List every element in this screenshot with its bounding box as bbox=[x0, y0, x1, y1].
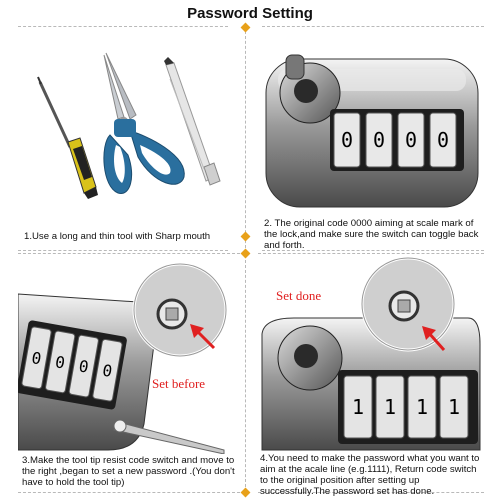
dial-digit: 0 bbox=[77, 356, 90, 376]
dial-digit: 0 bbox=[101, 361, 114, 381]
lock-icon: 1 1 1 1 bbox=[261, 317, 481, 451]
page-title: Password Setting bbox=[187, 5, 313, 22]
screwdriver-icon bbox=[37, 76, 98, 199]
lock-set-done-illustration: 1 1 1 1 bbox=[261, 256, 481, 451]
dial-digit: 0 bbox=[341, 128, 353, 152]
dial-digit: 0 bbox=[30, 348, 43, 368]
step-1-panel: 1.Use a long and thin tool with Sharp mo… bbox=[18, 26, 228, 251]
step-3-panel: 0 0 0 0 Set before 3.Make the tool tip r… bbox=[18, 253, 240, 493]
step-1-caption: 1.Use a long and thin tool with Sharp mo… bbox=[24, 231, 211, 242]
dial-digit: 0 bbox=[373, 128, 385, 152]
dial-digit: 0 bbox=[437, 128, 449, 152]
dial-digit: 1 bbox=[352, 395, 364, 419]
divider-diamond-top bbox=[240, 22, 251, 33]
magnifier-circle bbox=[132, 262, 228, 358]
lock-0000-illustration: 0 0 0 0 bbox=[265, 54, 479, 208]
set-before-label: Set before bbox=[152, 376, 206, 391]
dial-digit: 1 bbox=[416, 395, 428, 419]
step-3-caption: 3.Make the tool tip resist code switch a… bbox=[22, 455, 235, 488]
dial-row: 0 0 0 0 bbox=[333, 112, 457, 168]
step-2-caption: 2. The original code 0000 aiming at scal… bbox=[264, 218, 479, 251]
pen-icon bbox=[164, 57, 221, 186]
dial-digit: 0 bbox=[405, 128, 417, 152]
dial-digit: 0 bbox=[54, 352, 67, 372]
lock-set-before-illustration: 0 0 0 0 bbox=[18, 262, 228, 454]
tools-illustration bbox=[37, 52, 221, 199]
divider-diamond-mid2 bbox=[240, 248, 251, 259]
step-2-panel: 0 0 0 0 2. The original code 0000 aiming… bbox=[262, 26, 484, 251]
dial-digit: 1 bbox=[384, 395, 396, 419]
lock-icon: 0 0 0 0 bbox=[18, 293, 225, 454]
arrow-icon bbox=[422, 326, 446, 351]
dial-digit: 1 bbox=[448, 395, 460, 419]
scissors-icon bbox=[103, 52, 185, 194]
divider-diamond-mid bbox=[240, 231, 251, 242]
center-divider bbox=[245, 26, 246, 492]
arrow-icon bbox=[190, 324, 216, 350]
magnifier-circle bbox=[360, 256, 456, 352]
step-4-caption: 4.You need to make the password what you… bbox=[260, 453, 480, 497]
divider-diamond-bottom bbox=[240, 487, 251, 498]
set-done-label: Set done bbox=[276, 288, 322, 303]
step-4-panel: 1 1 1 1 Set done 4.You need to make the … bbox=[258, 253, 484, 497]
